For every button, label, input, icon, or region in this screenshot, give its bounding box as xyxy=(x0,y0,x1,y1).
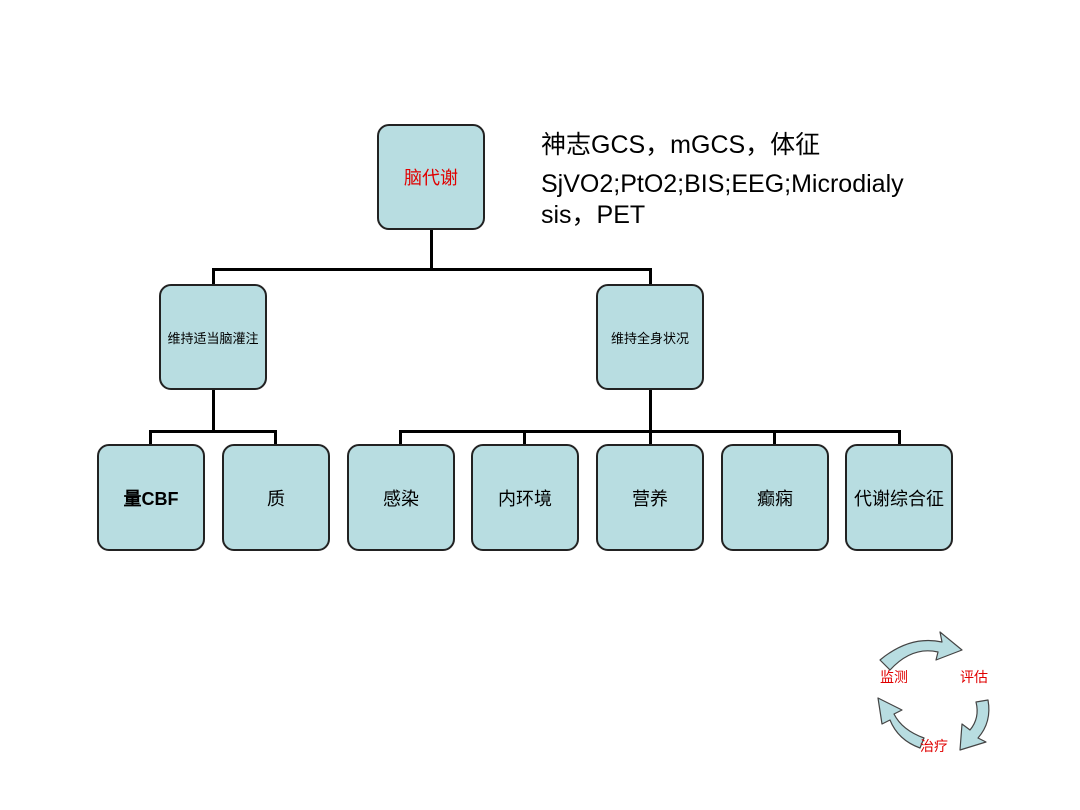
cycle-arrow-right-icon xyxy=(959,699,990,751)
leaf-node-quality-label: 质 xyxy=(267,488,285,510)
connector-right-drop-4 xyxy=(773,430,776,445)
connector-right-drop-2 xyxy=(523,430,526,445)
root-node-label: 脑代谢 xyxy=(404,168,458,189)
leaf-node-epilepsy-label: 癫痫 xyxy=(757,488,793,510)
cycle-label-monitor: 监测 xyxy=(880,670,908,686)
leaf-node-cbf-label: 量CBF xyxy=(123,488,179,509)
connector-branch-bar xyxy=(212,268,652,271)
leaf-node-internal-environment-label: 内环境 xyxy=(498,488,552,510)
connector-right-drop-5 xyxy=(898,430,901,445)
connector-root-down xyxy=(430,230,433,270)
notes: 神志GCS，mGCS，体征 SjVO2;PtO2;BIS;EEG;Microdi… xyxy=(541,130,961,231)
connector-right-drop-3 xyxy=(649,430,652,445)
leaf-node-metabolic-syndrome[interactable]: 代谢综合征 xyxy=(845,444,953,551)
branch-node-perfusion-label: 维持适当脑灌注 xyxy=(167,331,259,347)
leaf-node-infection-label: 感染 xyxy=(383,488,419,510)
note-line-1: 神志GCS，mGCS，体征 xyxy=(541,131,821,159)
leaf-node-nutrition-label: 营养 xyxy=(632,488,668,510)
cycle-arrow-left-icon xyxy=(877,697,925,749)
connector-left-bar xyxy=(149,430,277,433)
connector-left-drop-2 xyxy=(274,430,277,445)
cycle-arrows-graphic xyxy=(877,631,990,751)
leaf-node-cbf[interactable]: 量CBF xyxy=(97,444,205,551)
leaf-node-internal-environment[interactable]: 内环境 xyxy=(471,444,579,551)
connector-branch-right-drop xyxy=(649,268,652,285)
cycle-label-treat: 治疗 xyxy=(920,739,948,755)
leaf-node-metabolic-syndrome-label: 代谢综合征 xyxy=(854,488,944,510)
root-node[interactable]: 脑代谢 xyxy=(377,124,485,230)
connector-left-drop-1 xyxy=(149,430,152,445)
leaf-node-quality[interactable]: 质 xyxy=(222,444,330,551)
note-line-2b: sis，PET xyxy=(541,201,646,229)
leaf-node-nutrition[interactable]: 营养 xyxy=(596,444,704,551)
connector-right-down xyxy=(649,390,652,432)
branch-node-perfusion[interactable]: 维持适当脑灌注 xyxy=(159,284,267,390)
cycle-label-assess: 评估 xyxy=(960,670,988,686)
leaf-node-epilepsy[interactable]: 癫痫 xyxy=(721,444,829,551)
connector-left-down xyxy=(212,390,215,432)
connector-branch-left-drop xyxy=(212,268,215,285)
note-line-2a: SjVO2;PtO2;BIS;EEG;Microdialy xyxy=(541,170,904,198)
leaf-node-infection[interactable]: 感染 xyxy=(347,444,455,551)
connector-right-drop-1 xyxy=(399,430,402,445)
branch-node-systemic[interactable]: 维持全身状况 xyxy=(596,284,704,390)
cycle-arrow-top-icon xyxy=(879,631,963,671)
branch-node-systemic-label: 维持全身状况 xyxy=(610,331,689,347)
